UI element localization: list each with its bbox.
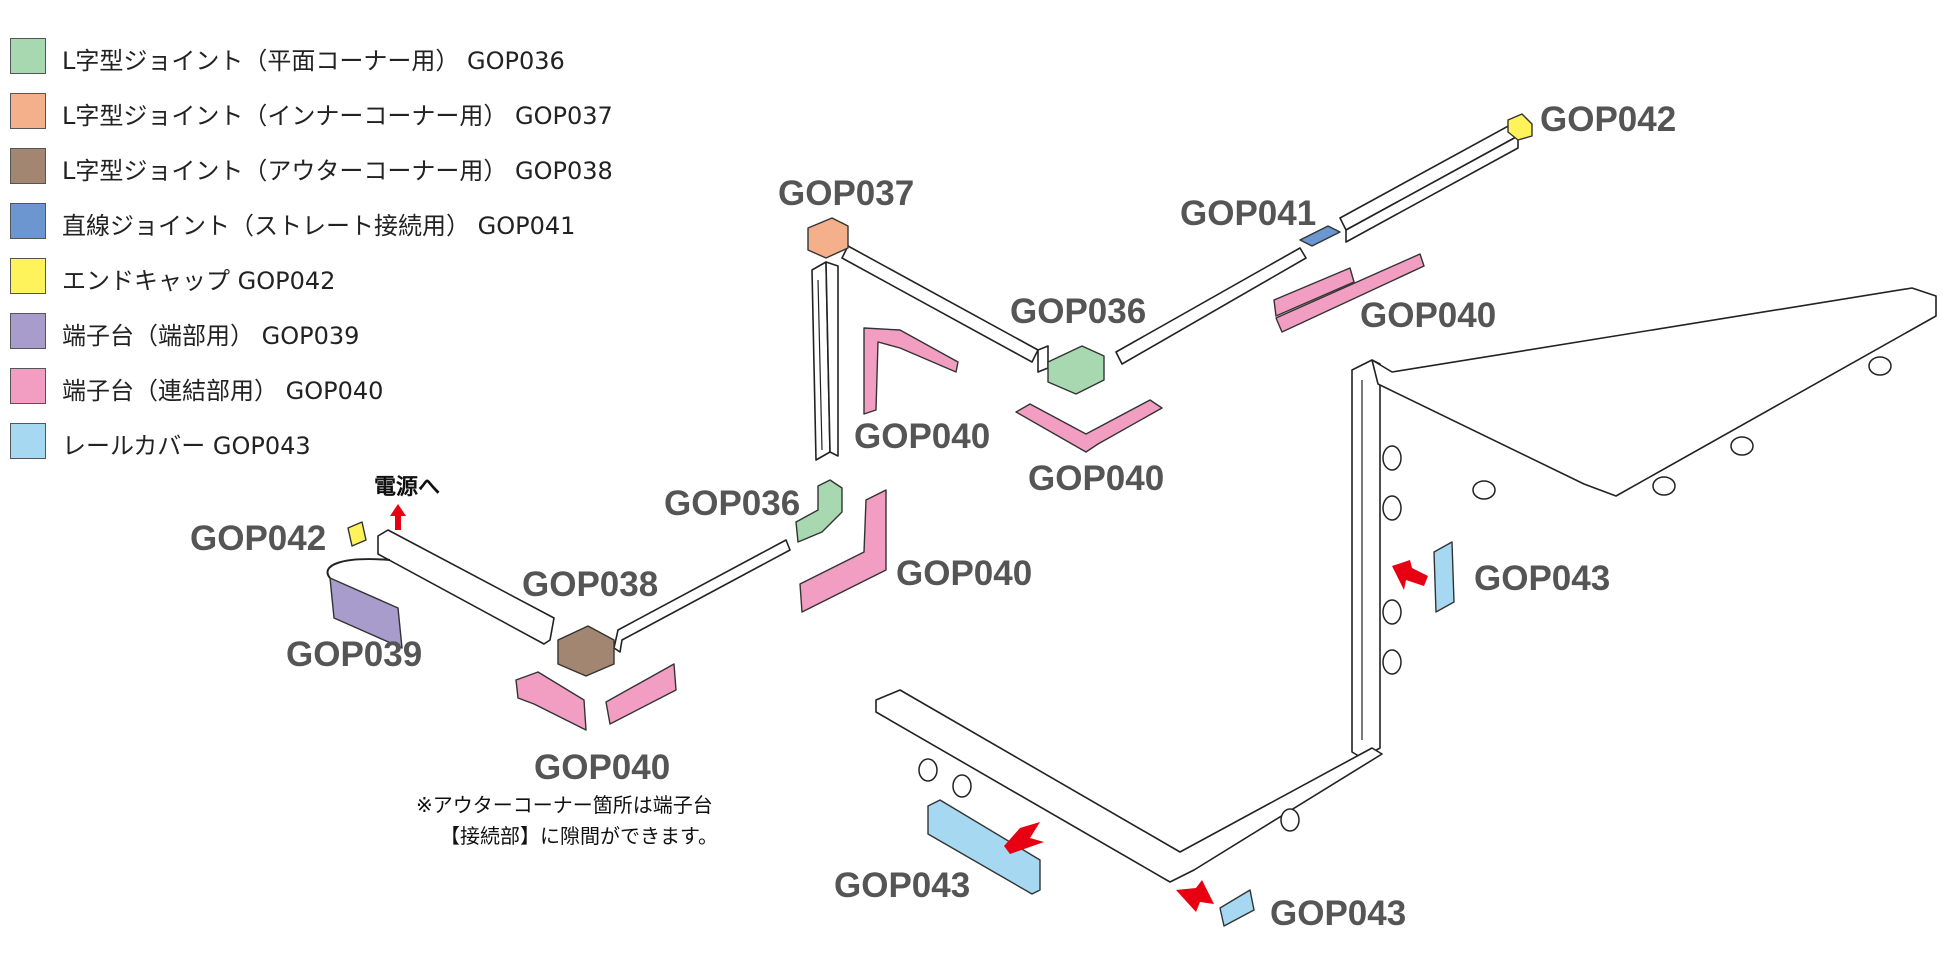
terminal-gop040-vertical bbox=[863, 327, 959, 415]
terminal-gop039 bbox=[329, 577, 403, 649]
label-gop043-right: GOP043 bbox=[1474, 559, 1610, 598]
legend: L字型ジョイント（平面コーナー用） GOP036 L字型ジョイント（インナーコー… bbox=[10, 28, 650, 468]
rail-segment-b bbox=[1115, 247, 1307, 365]
legend-item-gop041: 直線ジョイント（ストレート接続用） GOP041 bbox=[10, 193, 650, 248]
rail-lower-vertical bbox=[1351, 359, 1381, 759]
note-line-2: 【接続部】に隙間ができます。 bbox=[440, 824, 718, 848]
label-gop039: GOP039 bbox=[286, 635, 422, 674]
note-line-1: ※アウターコーナー箇所は端子台 bbox=[416, 793, 713, 817]
legend-label-gop041: 直線ジョイント（ストレート接続用） GOP041 bbox=[62, 212, 576, 240]
label-gop042-top: GOP042 bbox=[1540, 100, 1676, 139]
legend-label-gop039: 端子台（端部用） GOP039 bbox=[62, 322, 360, 350]
legend-item-gop042: エンドキャップ GOP042 bbox=[10, 248, 650, 303]
terminal-gop040-mid bbox=[1015, 399, 1163, 453]
joint-gop036-left bbox=[795, 479, 843, 543]
left-rail-assembly bbox=[326, 504, 791, 731]
label-power: 電源へ bbox=[374, 475, 440, 500]
terminal-gop040-right-a bbox=[1275, 253, 1425, 333]
legend-swatch-gop040 bbox=[10, 368, 46, 404]
label-gop040-right: GOP040 bbox=[1360, 296, 1496, 335]
legend-swatch-gop036 bbox=[10, 38, 46, 74]
legend-swatch-gop041 bbox=[10, 203, 46, 239]
terminal-gop040-bottom-b bbox=[605, 663, 677, 725]
label-gop043-bottom: GOP043 bbox=[1270, 894, 1406, 933]
legend-item-gop039: 端子台（端部用） GOP039 bbox=[10, 303, 650, 358]
label-gop040-mid: GOP040 bbox=[1028, 459, 1164, 498]
legend-swatch-gop037 bbox=[10, 93, 46, 129]
label-gop037: GOP037 bbox=[778, 174, 914, 213]
legend-item-gop037: L字型ジョイント（インナーコーナー用） GOP037 bbox=[10, 83, 650, 138]
endcap-gop042-top bbox=[1507, 113, 1533, 141]
joint-gop037 bbox=[807, 217, 849, 259]
cover-gop043-right bbox=[1433, 541, 1455, 613]
legend-item-gop040: 端子台（連結部用） GOP040 bbox=[10, 358, 650, 413]
label-gop036-left: GOP036 bbox=[664, 484, 800, 523]
rail-segment-a bbox=[841, 245, 1039, 363]
legend-swatch-gop042 bbox=[10, 258, 46, 294]
legend-swatch-gop043 bbox=[10, 423, 46, 459]
label-gop038: GOP038 bbox=[522, 565, 658, 604]
insert-arrow-bottom-icon bbox=[1176, 880, 1214, 912]
spotlight-group bbox=[918, 356, 1892, 832]
label-gop041: GOP041 bbox=[1180, 194, 1316, 233]
legend-item-gop043: レールカバー GOP043 bbox=[10, 413, 650, 468]
lower-rail-assembly bbox=[875, 287, 1937, 927]
power-arrow-icon bbox=[390, 504, 406, 530]
label-gop036-mid: GOP036 bbox=[1010, 292, 1146, 331]
rail-lower-top bbox=[1371, 287, 1937, 497]
rail-left-a bbox=[377, 529, 555, 645]
rail-segment-a-end bbox=[1037, 345, 1049, 373]
cover-gop043-bottom bbox=[1219, 889, 1255, 927]
legend-label-gop043: レールカバー GOP043 bbox=[62, 432, 311, 460]
label-gop040-vertical: GOP040 bbox=[854, 417, 990, 456]
power-cable bbox=[326, 558, 391, 579]
joint-gop036-mid bbox=[1047, 345, 1105, 395]
legend-label-gop037: L字型ジョイント（インナーコーナー用） GOP037 bbox=[62, 102, 613, 130]
upper-rail-assembly bbox=[795, 113, 1533, 613]
terminal-gop040-bottom-a bbox=[515, 671, 587, 731]
terminal-gop040-center bbox=[799, 489, 887, 613]
terminal-gop040-right-b bbox=[1273, 267, 1355, 317]
joint-gop038 bbox=[557, 625, 615, 677]
rail-lower-bottom bbox=[875, 689, 1383, 883]
rail-vertical-right bbox=[825, 261, 839, 457]
legend-label-gop036: L字型ジョイント（平面コーナー用） GOP036 bbox=[62, 47, 565, 75]
insert-arrow-bottom-left-icon bbox=[1004, 822, 1044, 854]
legend-label-gop042: エンドキャップ GOP042 bbox=[62, 267, 336, 295]
legend-item-gop038: L字型ジョイント（アウターコーナー用） GOP038 bbox=[10, 138, 650, 193]
rail-segment-c-lower bbox=[1345, 135, 1519, 243]
legend-label-gop040: 端子台（連結部用） GOP040 bbox=[62, 377, 384, 405]
label-gop042-left: GOP042 bbox=[190, 519, 326, 558]
rail-segment-c bbox=[1339, 123, 1519, 231]
legend-label-gop038: L字型ジョイント（アウターコーナー用） GOP038 bbox=[62, 157, 613, 185]
joint-gop041 bbox=[1299, 225, 1341, 247]
insert-arrow-right-icon bbox=[1392, 560, 1428, 590]
endcap-gop042-left bbox=[347, 521, 367, 547]
label-gop043-bottom-left: GOP043 bbox=[834, 866, 970, 905]
label-gop040-center: GOP040 bbox=[896, 554, 1032, 593]
label-gop040-bottom: GOP040 bbox=[534, 748, 670, 787]
legend-swatch-gop039 bbox=[10, 313, 46, 349]
legend-item-gop036: L字型ジョイント（平面コーナー用） GOP036 bbox=[10, 28, 650, 83]
cover-gop043-bottom-left bbox=[927, 799, 1041, 895]
legend-swatch-gop038 bbox=[10, 148, 46, 184]
